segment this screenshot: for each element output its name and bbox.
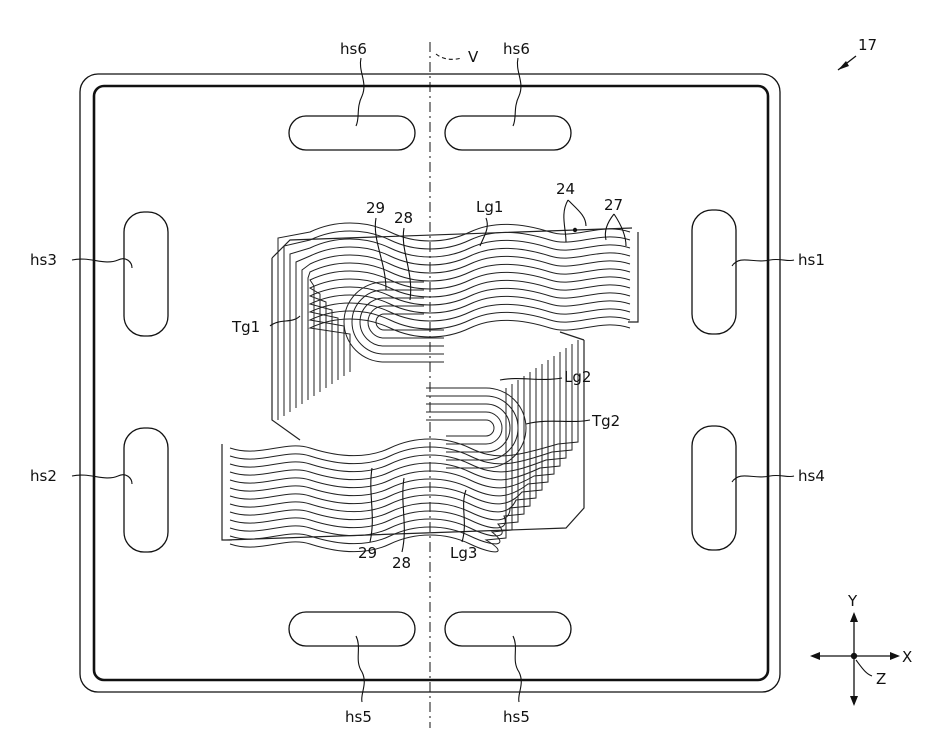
- channel-line-lower: [230, 368, 536, 512]
- z-axis-dot: [851, 653, 857, 659]
- channel-line-lower: [230, 340, 578, 456]
- channel-turn-upper: [368, 306, 444, 338]
- hole-hs2: [124, 428, 168, 552]
- hs6-left-label: hs6: [340, 40, 367, 58]
- hole-hs4: [692, 426, 736, 550]
- flow-channels-upper: [272, 223, 638, 440]
- channel-line-lower: [230, 372, 530, 520]
- hs3-label: hs3: [30, 251, 57, 269]
- channel-turn-lower: [426, 420, 494, 436]
- label-lg2: Lg2: [564, 368, 591, 386]
- point-24: [573, 228, 577, 232]
- center-line-label: V: [468, 48, 479, 66]
- leader-29-lower: [370, 468, 372, 542]
- hs3-leader: [72, 259, 132, 268]
- channel-line-upper: [310, 319, 630, 372]
- hs4-leader: [732, 475, 794, 482]
- channel-line-lower: [230, 364, 542, 504]
- label-lg1: Lg1: [476, 198, 503, 216]
- hole-hs6-left: [289, 116, 415, 150]
- leader-lg1: [480, 218, 487, 246]
- v-leader: [436, 54, 462, 59]
- figure-ref-number: 17: [858, 36, 877, 54]
- label-tg2: Tg2: [591, 412, 620, 430]
- channel-line-upper: [310, 311, 630, 376]
- flow-channels-lower: [222, 332, 584, 552]
- label-28-lower: 28: [392, 554, 411, 572]
- plate-inner-outline: [94, 86, 768, 680]
- label-27: 27: [604, 196, 623, 214]
- leader-lg2: [500, 378, 562, 380]
- label-29-upper: 29: [366, 199, 385, 217]
- hole-hs3: [124, 212, 168, 336]
- y-axis-arrow-down: [850, 696, 858, 706]
- leader-24-b: [568, 200, 586, 226]
- hs2-leader: [72, 475, 132, 484]
- hole-hs1: [692, 210, 736, 334]
- hs6-right-label: hs6: [503, 40, 530, 58]
- hole-hs5-right: [445, 612, 571, 646]
- label-28-upper: 28: [394, 209, 413, 227]
- channel-line-lower: [230, 356, 554, 488]
- label-lg3: Lg3: [450, 544, 477, 562]
- y-axis-label: Y: [847, 592, 858, 610]
- channel-line-lower: [230, 348, 566, 472]
- z-axis-leader: [856, 660, 872, 676]
- channel-turn-upper: [376, 314, 444, 330]
- hs4-label: hs4: [798, 467, 825, 485]
- label-24: 24: [556, 180, 575, 198]
- hole-hs5-left: [289, 612, 415, 646]
- x-axis-arrow-left: [810, 652, 820, 660]
- x-axis-arrow-right: [890, 652, 900, 660]
- hole-hs6-right: [445, 116, 571, 150]
- label-29-lower: 29: [358, 544, 377, 562]
- z-axis-label: Z: [876, 670, 886, 688]
- channel-line-lower: [230, 352, 560, 480]
- y-axis-arrow-up: [850, 612, 858, 622]
- hs1-leader: [732, 259, 794, 266]
- channel-turn-lower: [426, 396, 518, 460]
- coordinate-axes: Y X Z: [810, 592, 912, 706]
- x-axis-label: X: [902, 648, 912, 666]
- hs5-left-label: hs5: [345, 708, 372, 726]
- hs1-label: hs1: [798, 251, 825, 269]
- label-tg1: Tg1: [231, 318, 260, 336]
- hs5-right-label: hs5: [503, 708, 530, 726]
- channel-turn-lower: [426, 404, 510, 452]
- leader-24-a: [564, 200, 568, 242]
- hs2-label: hs2: [30, 467, 57, 485]
- leader-27-a: [605, 214, 614, 240]
